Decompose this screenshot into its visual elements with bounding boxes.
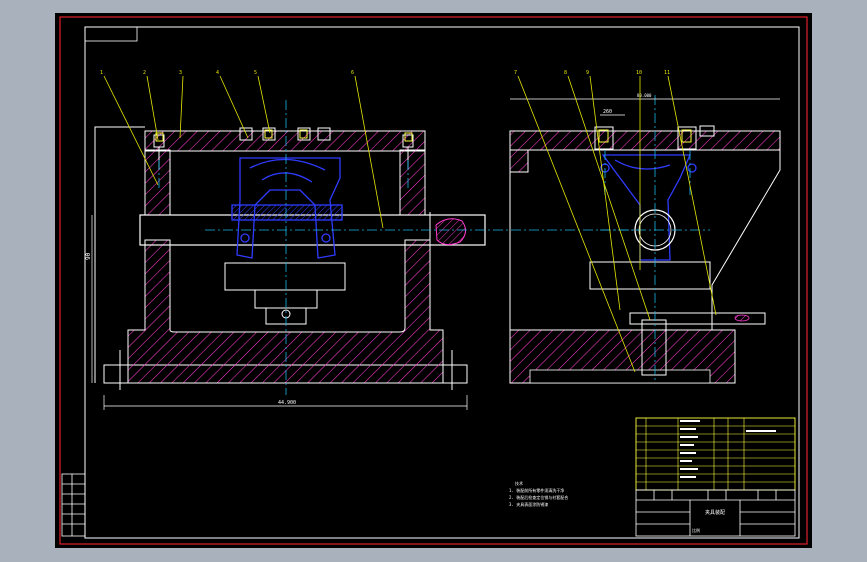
svg-text:5: 5 <box>254 70 257 76</box>
side-leaders <box>517 75 717 373</box>
notes-heading: 技术 <box>515 480 523 486</box>
parts-list <box>635 417 796 491</box>
side-top-dim: 260 <box>603 109 612 115</box>
front-bolts <box>153 127 414 170</box>
side-dimensions <box>510 98 780 116</box>
corner-tag <box>84 26 138 42</box>
front-body-section <box>127 239 444 384</box>
side-bolts <box>594 125 715 150</box>
svg-text:10: 10 <box>636 70 642 76</box>
notes-line-1: 1. 装配前所有零件须清洗干净 <box>509 487 564 493</box>
side-left-column <box>509 149 529 173</box>
front-view: 90 44.900 1 2 3 4 5 6 <box>85 70 640 410</box>
svg-text:2: 2 <box>143 70 146 76</box>
front-feet <box>119 350 453 390</box>
front-outline-left <box>94 126 145 383</box>
front-leader-numbers: 1 2 3 4 5 6 <box>100 70 354 76</box>
side-top-dim-b: 80.000 <box>637 93 652 98</box>
side-handle-knob <box>734 314 750 322</box>
front-workpiece <box>231 157 343 259</box>
side-bottom-cut <box>529 369 711 384</box>
notes-line-2: 2. 装配后检查定位销与衬套配合 <box>509 494 568 500</box>
front-top-plate <box>144 130 426 152</box>
front-height-dim: 90 <box>85 252 92 260</box>
front-dimensions <box>91 215 468 410</box>
drawing-sheet <box>55 13 812 548</box>
side-top-plate <box>509 130 781 151</box>
front-bolt-yellow <box>155 129 413 142</box>
svg-text:1: 1 <box>100 70 103 76</box>
title-scale-label: 比例 <box>692 527 700 533</box>
title-block <box>635 489 796 537</box>
left-stamp-box <box>61 473 86 537</box>
sheet-frame-inner <box>84 26 800 539</box>
front-center-lines <box>158 100 640 395</box>
svg-text:9: 9 <box>586 70 589 76</box>
side-handle-lever <box>629 312 766 325</box>
svg-text:11: 11 <box>664 70 670 76</box>
svg-text:7: 7 <box>514 70 517 76</box>
notes-line-3: 3. 夹具表面涂防锈漆 <box>509 501 548 507</box>
side-pin <box>641 319 667 376</box>
svg-text:8: 8 <box>564 70 567 76</box>
side-bolt-yellow <box>598 129 692 143</box>
side-clamp-block <box>589 261 711 290</box>
front-leaders <box>103 75 384 229</box>
side-view: 260 80.000 7 8 9 10 11 <box>509 70 781 384</box>
svg-text:6: 6 <box>351 70 354 76</box>
side-leader-numbers: 7 8 9 10 11 <box>514 70 670 76</box>
front-width-dim: 44.900 <box>278 400 296 406</box>
svg-text:4: 4 <box>216 70 219 76</box>
technical-notes: 技术 1. 装配前所有零件须清洗干净 2. 装配后检查定位销与衬套配合 3. 夹… <box>509 480 568 507</box>
svg-text:3: 3 <box>179 70 182 76</box>
front-left-column <box>144 149 171 216</box>
title-drawing-name: 夹具装配 <box>705 509 725 516</box>
front-cam <box>435 218 466 246</box>
sheet-frame-red <box>59 16 808 545</box>
front-right-column <box>399 149 426 216</box>
